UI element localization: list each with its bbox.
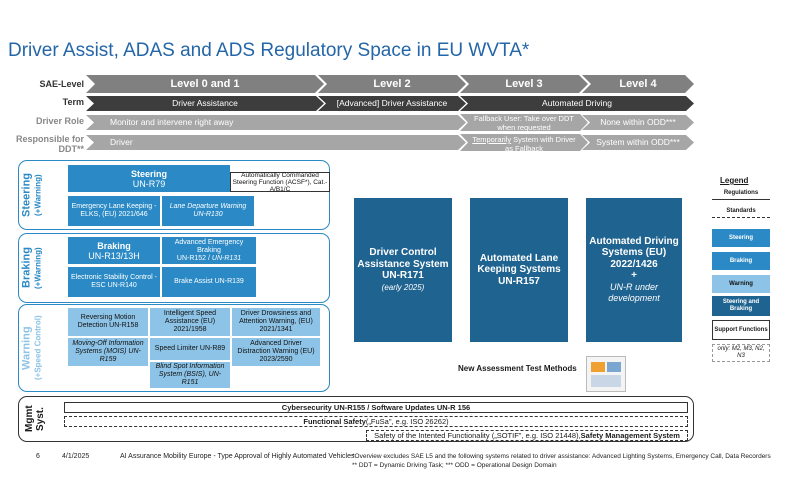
sae-level-label: SAE-Level	[6, 79, 84, 89]
level-label: Level 4	[619, 78, 656, 90]
term-advanced-driver-assistance: [Advanced] Driver Assistance	[318, 96, 466, 111]
level-label: Level 2	[373, 78, 410, 90]
level-3-header: Level 3	[460, 75, 588, 93]
responsible-ddt-label: Responsible for DDT**	[6, 134, 84, 154]
ads-box: Automated Driving Systems (EU) 2022/1426…	[586, 198, 682, 342]
alks-reg: UN-R157	[498, 276, 540, 288]
legend-warning: Warning	[712, 275, 770, 293]
legend-regulations: Regulations	[712, 188, 770, 200]
aeb-reg2: UN-R131	[212, 255, 241, 262]
test-methods-image	[586, 356, 626, 392]
aeb-title: Advanced Emergency Braking	[163, 239, 255, 255]
resp-temporarily-word: Temporarily	[472, 135, 511, 144]
role-none: None within ODD***	[582, 115, 694, 130]
legend-standards: Standards	[712, 206, 770, 218]
footnote-2: ** DDT = Dynamic Driving Task; *** ODD =…	[352, 462, 557, 469]
resp-temporarily: Temporarily System with Driver as Fallba…	[460, 134, 588, 151]
braking-group-label: Braking(+Warning)	[22, 237, 44, 299]
esc-box: Electronic Stability Control - ESC UN-R1…	[68, 267, 160, 297]
braking-main-reg: UN-R13/13H	[88, 251, 140, 261]
cybersecurity-bar: Cybersecurity UN-R155 / Software Updates…	[64, 402, 688, 413]
legend-support: Support Functions	[712, 320, 770, 340]
resp-driver: Driver	[86, 135, 466, 150]
acsf-box: Automatically Commanded Steering Functio…	[230, 172, 330, 192]
dcas-note: (early 2025)	[382, 282, 425, 294]
sotif-note: Safety of the Intented Functionality („S…	[374, 431, 581, 440]
dcas-reg: UN-R171	[382, 270, 424, 282]
level-label: Level 0 and 1	[170, 78, 239, 90]
brake-assist-box: Brake Assist UN-R139	[162, 267, 256, 297]
footer-date: 4/1/2025	[62, 453, 89, 460]
legend-title: Legend	[720, 176, 748, 185]
footnote-1: *Overview excludes SAE L5 and the follow…	[352, 453, 771, 460]
warning-group-label: Warning(+Speed Control)	[22, 308, 44, 388]
resp-system: System within ODD***	[582, 135, 694, 150]
steering-main-reg: UN-R79	[133, 179, 166, 189]
steering-sub: (+Warning)	[34, 174, 43, 216]
role-monitor: Monitor and intervene right away	[86, 115, 466, 130]
legend-braking: Braking	[712, 252, 770, 270]
mois-box: Moving-Off Information Systems (MOIS) UN…	[68, 338, 148, 366]
level-label: Level 3	[505, 78, 542, 90]
role-fallback: Fallback User: Take over DDT when reques…	[460, 114, 588, 131]
alks-box: Automated Lane Keeping Systems UN-R157	[470, 198, 568, 342]
ads-note: UN-R under development	[586, 282, 682, 305]
safety-mgmt-title: Safety Management System	[581, 431, 680, 440]
dcas-box: Driver Control Assistance System UN-R171…	[354, 198, 452, 342]
term-label: Term	[6, 97, 84, 107]
ddaw-box: Driver Drowsiness and Attention Warning,…	[232, 308, 320, 336]
warning-sub: (+Speed Control)	[34, 316, 43, 381]
braking-main-title: Braking	[97, 241, 131, 251]
adddw-box: Advanced Driver Distraction Warning (EU)…	[232, 338, 320, 366]
dcas-title: Driver Control Assistance System	[354, 247, 452, 270]
legend-steering-braking: Steering and Braking	[712, 296, 770, 316]
level-0-1-header: Level 0 and 1	[86, 75, 324, 93]
isa-box: Intelligent Speed Assistance (EU) 2021/1…	[150, 308, 230, 336]
warning-title: Warning	[21, 326, 33, 370]
driver-role-label: Driver Role	[6, 116, 84, 126]
page-title: Driver Assist, ADAS and ADS Regulatory S…	[8, 40, 529, 62]
term-driver-assistance: Driver Assistance	[86, 96, 324, 111]
level-2-header: Level 2	[318, 75, 466, 93]
ads-plus: +	[631, 270, 637, 282]
braking-sub: (+Warning)	[34, 247, 43, 289]
fusa-title: Functional Safety	[303, 417, 366, 426]
level-4-header: Level 4	[582, 75, 694, 93]
footer-org: AI Assurance Mobility Europe - Type Appr…	[120, 453, 355, 460]
legend-steering: Steering	[712, 229, 770, 247]
aeb-reg1: UN-R152 /	[177, 255, 212, 262]
elks-box: Emergency Lane Keeping - ELKS, (EU) 2021…	[68, 196, 160, 226]
fusa-note: („FuSa", e.g. ISO 26262)	[366, 417, 449, 426]
speed-limiter-box: Speed Limiter UN-R89	[150, 338, 230, 360]
bsis-box: Blind Spot Information System (BSIS), UN…	[150, 362, 230, 388]
sotif-bar: Safety of the Intented Functionality („S…	[366, 430, 688, 441]
page-number: 6	[36, 453, 40, 460]
reversing-box: Reversing Motion Detection UN-R158	[68, 308, 148, 336]
alks-title: Automated Lane Keeping Systems	[470, 253, 568, 276]
ldw-box: Lane Departure Warning UN-R130	[162, 196, 254, 226]
steering-title: Steering	[21, 173, 33, 217]
steering-main-title: Steering	[131, 169, 167, 179]
legend-only-vehicles: only: M2, M3, N2, N3	[712, 344, 770, 362]
mgmt-group-label: Mgmt Syst.	[24, 400, 46, 438]
resp-system-fallback: System with Driver as Fallback	[505, 135, 576, 153]
term-automated-driving: Automated Driving	[460, 96, 694, 111]
ads-title: Automated Driving Systems (EU) 2022/1426	[586, 236, 682, 271]
fusa-bar: Functional Safety („FuSa", e.g. ISO 2626…	[64, 416, 688, 427]
steering-group-label: Steering(+Warning)	[22, 164, 44, 226]
braking-title: Braking	[21, 248, 33, 289]
new-assessment-label: New Assessment Test Methods	[458, 364, 577, 373]
